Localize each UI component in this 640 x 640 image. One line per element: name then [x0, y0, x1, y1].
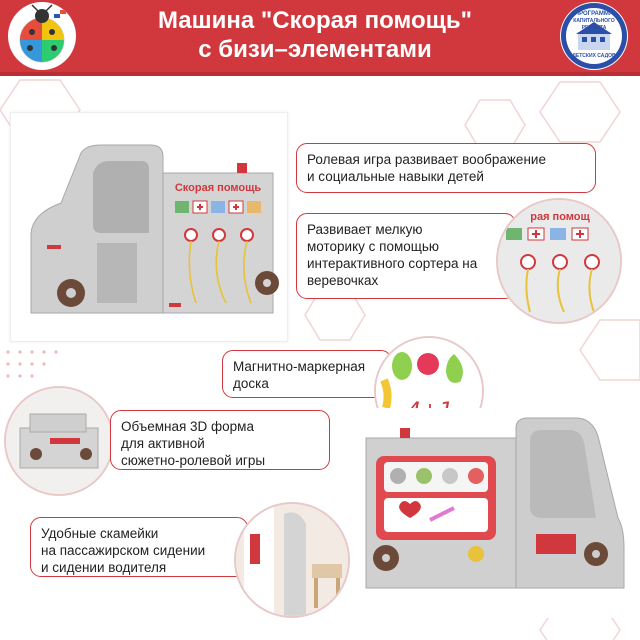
- program-logo: ПРОГРАММА КАПИТАЛЬНОГО РЕМОНТА ДЕТСКИХ С…: [560, 2, 628, 70]
- benches-photo: [234, 502, 350, 618]
- feature-1-line-1: Ролевая игра развивает воображение: [307, 152, 546, 167]
- header-banner: [0, 0, 640, 72]
- title-line-1: Машина "Скорая помощь": [158, 7, 472, 34]
- feature-5-line-1: Удобные скамейки: [41, 526, 159, 541]
- sorter-closeup-photo: рая помощ: [496, 198, 622, 324]
- feature-4-line-3: сюжетно-ролевой игры: [121, 453, 266, 468]
- feature-3-line-1: Магнитно-маркерная: [233, 359, 366, 374]
- feature-5-line-3: и сидении водителя: [41, 560, 167, 575]
- feature-2-line-3: интерактивного сортера на: [307, 256, 478, 271]
- ambulance-back-card: [356, 408, 634, 618]
- feature-callout-fine-motor: Развивает мелкую моторику с помощью инте…: [296, 213, 516, 299]
- ambulance-busy-board-image: Скорая помощь: [30, 144, 279, 314]
- program-logo-line-1: ПРОГРАММА: [574, 11, 614, 17]
- feature-callout-3d-form: Объемная 3D форма для активной сюжетно-р…: [110, 410, 330, 470]
- main-product-card: Скорая помощь: [10, 112, 288, 342]
- program-logo-line-2: КАПИТАЛЬНОГО: [573, 18, 615, 24]
- header-divider: [0, 72, 640, 76]
- feature-2-line-4: веревочках: [307, 273, 379, 288]
- ambulance-sign-text: Скорая помощь: [175, 182, 262, 194]
- program-logo-line-3: РЕМОНТА: [581, 25, 607, 31]
- ladybug-logo-icon: [8, 2, 76, 70]
- feature-1-line-2: и социальные навыки детей: [307, 169, 484, 184]
- 3d-form-photo: [4, 386, 114, 496]
- ambulance-back-image: [365, 417, 625, 589]
- feature-5-line-2: на пассажирском сидении: [41, 543, 206, 558]
- feature-2-line-1: Развивает мелкую: [307, 222, 423, 237]
- feature-callout-benches: Удобные скамейки на пассажирском сидении…: [30, 517, 248, 577]
- feature-4-line-1: Объемная 3D форма: [121, 419, 254, 434]
- feature-4-line-2: для активной: [121, 436, 205, 451]
- feature-3-line-2: доска: [233, 376, 269, 391]
- page-title: Машина "Скорая помощь" с бизи–элементами: [80, 6, 550, 64]
- program-logo-line-4: ДЕТСКИХ САДОВ: [572, 53, 616, 59]
- svg-text:рая помощ: рая помощ: [530, 211, 590, 223]
- feature-2-line-2: моторику с помощью: [307, 239, 440, 254]
- title-line-2: с бизи–элементами: [198, 36, 432, 63]
- feature-callout-magnetic-board: Магнитно-маркерная доска: [222, 350, 392, 398]
- feature-callout-role-play: Ролевая игра развивает воображение и соц…: [296, 143, 596, 193]
